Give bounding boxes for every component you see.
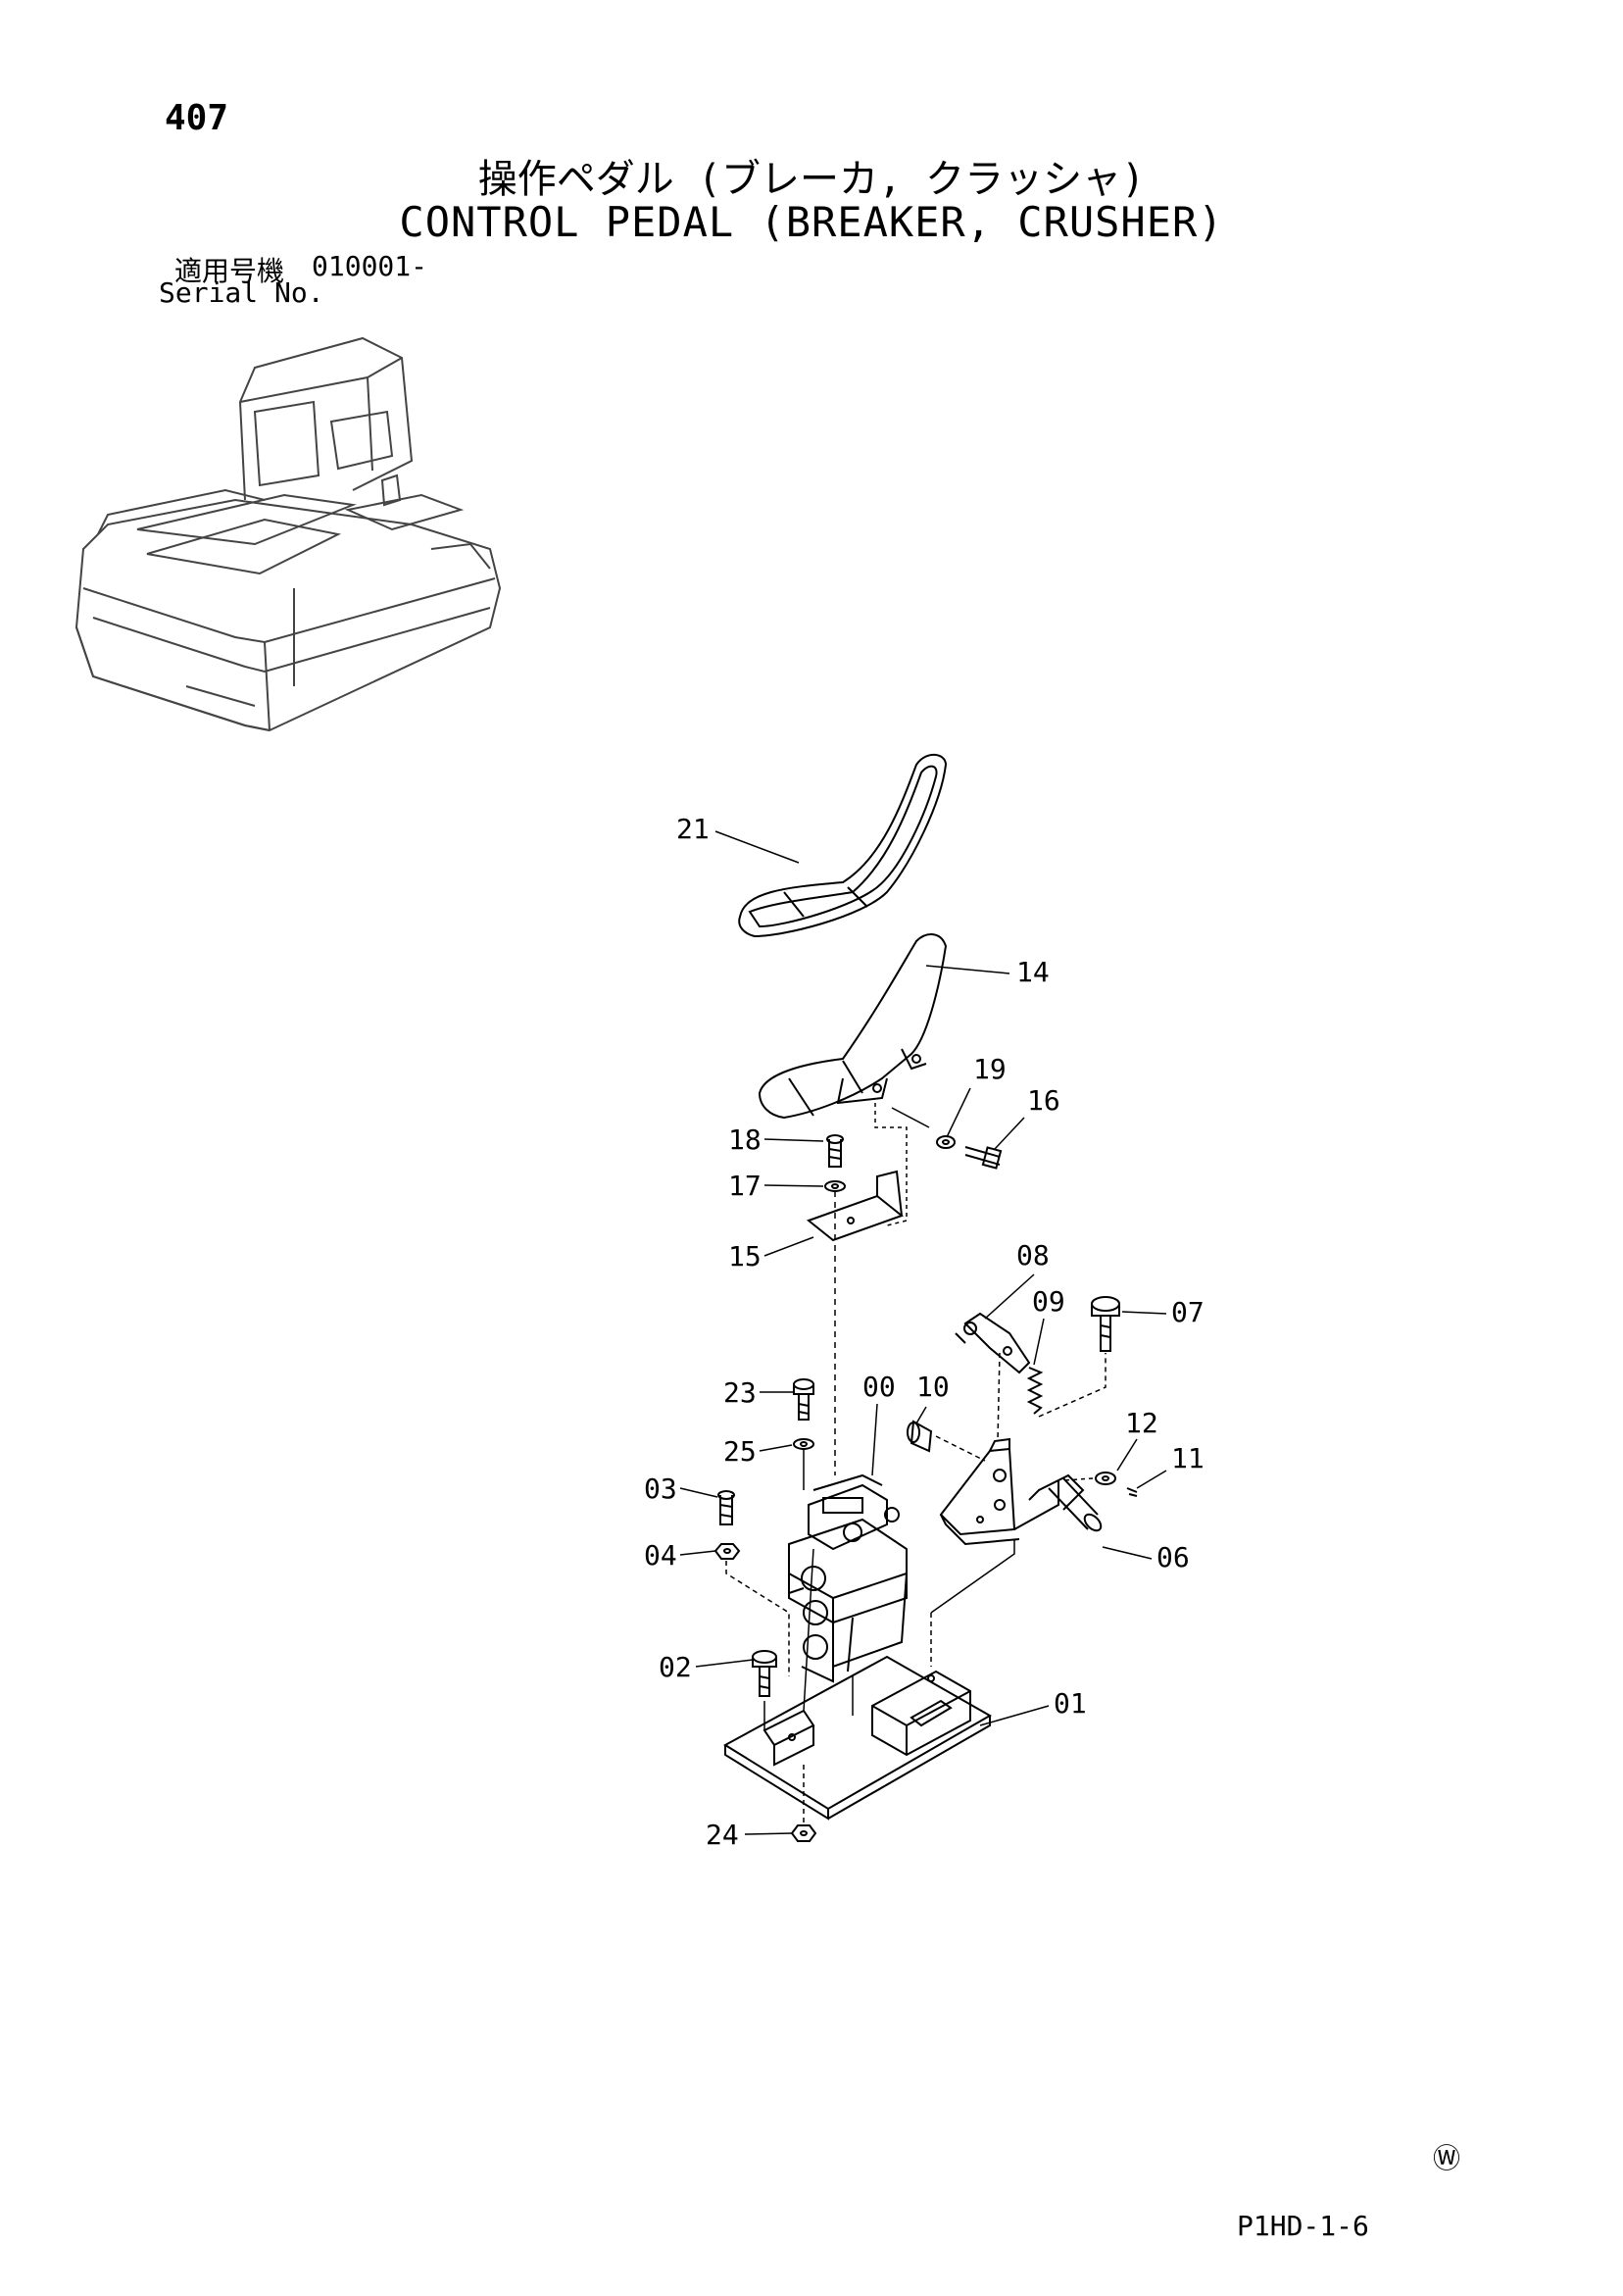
callout-24: 24 — [706, 1819, 739, 1851]
callout-17: 17 — [728, 1170, 762, 1202]
callout-11: 11 — [1171, 1442, 1205, 1474]
callout-21: 21 — [676, 813, 710, 845]
callout-10: 10 — [916, 1371, 950, 1403]
callout-12: 12 — [1125, 1407, 1158, 1439]
pedal-cover-21 — [738, 753, 948, 938]
serial-label-english: Serial No. — [159, 276, 324, 309]
bracket-15 — [806, 1170, 905, 1242]
bolt-03 — [717, 1490, 735, 1525]
nut-04 — [713, 1543, 741, 1560]
callout-18: 18 — [728, 1123, 762, 1156]
shaft-bracket — [939, 1437, 1059, 1546]
pin-11 — [1126, 1487, 1138, 1497]
assembly-lines — [725, 1103, 1107, 1823]
link-arm-08 — [955, 1312, 1031, 1374]
bolt-07 — [1091, 1296, 1120, 1352]
callout-15: 15 — [728, 1240, 762, 1273]
callout-25: 25 — [723, 1435, 757, 1468]
serial-value: 010001- — [312, 250, 428, 282]
callout-07: 07 — [1171, 1296, 1205, 1328]
callout-19: 19 — [973, 1053, 1007, 1085]
base-plate-01 — [723, 1655, 993, 1821]
callout-23: 23 — [723, 1376, 757, 1409]
callout-04: 04 — [644, 1539, 677, 1572]
page-code: P1HD-1-6 — [1237, 2210, 1369, 2242]
nut-24 — [790, 1824, 817, 1842]
excavator-overview-drawing — [74, 336, 502, 732]
callout-labels: 21 14 19 16 18 17 15 08 09 07 23 00 10 1… — [644, 813, 1205, 1851]
leader-lines — [679, 830, 1167, 1835]
washer-19 — [936, 1135, 956, 1149]
callout-02: 02 — [659, 1651, 692, 1683]
callout-06: 06 — [1156, 1541, 1190, 1573]
callout-00: 00 — [862, 1371, 896, 1403]
washer-12 — [1095, 1472, 1116, 1485]
serial-label-japanese: 適用号機 — [174, 255, 285, 287]
pedal-14 — [758, 933, 948, 1120]
bolt-23 — [793, 1378, 814, 1421]
screw-18 — [826, 1134, 844, 1168]
pin-10 — [907, 1420, 933, 1453]
title-japanese: 操作ペダル (ブレーカ, クラッシャ) — [477, 157, 1146, 202]
watermark-symbol: Ⓦ — [1433, 2142, 1461, 2174]
callout-09: 09 — [1032, 1285, 1065, 1318]
bolt-02 — [752, 1650, 777, 1697]
spring-09 — [1026, 1367, 1044, 1415]
washer-25 — [793, 1438, 814, 1450]
washer-17 — [824, 1180, 846, 1192]
callout-16: 16 — [1027, 1084, 1060, 1117]
callout-08: 08 — [1016, 1239, 1050, 1272]
shaft-06 — [1028, 1473, 1103, 1532]
title-english: CONTROL PEDAL (BREAKER, CRUSHER) — [399, 198, 1224, 246]
pilot-valve-00 — [788, 1473, 908, 1683]
bolt-16 — [964, 1146, 1003, 1170]
callout-03: 03 — [644, 1472, 677, 1505]
page-number: 407 — [165, 98, 229, 138]
callout-14: 14 — [1016, 956, 1050, 988]
callout-01: 01 — [1054, 1687, 1087, 1720]
